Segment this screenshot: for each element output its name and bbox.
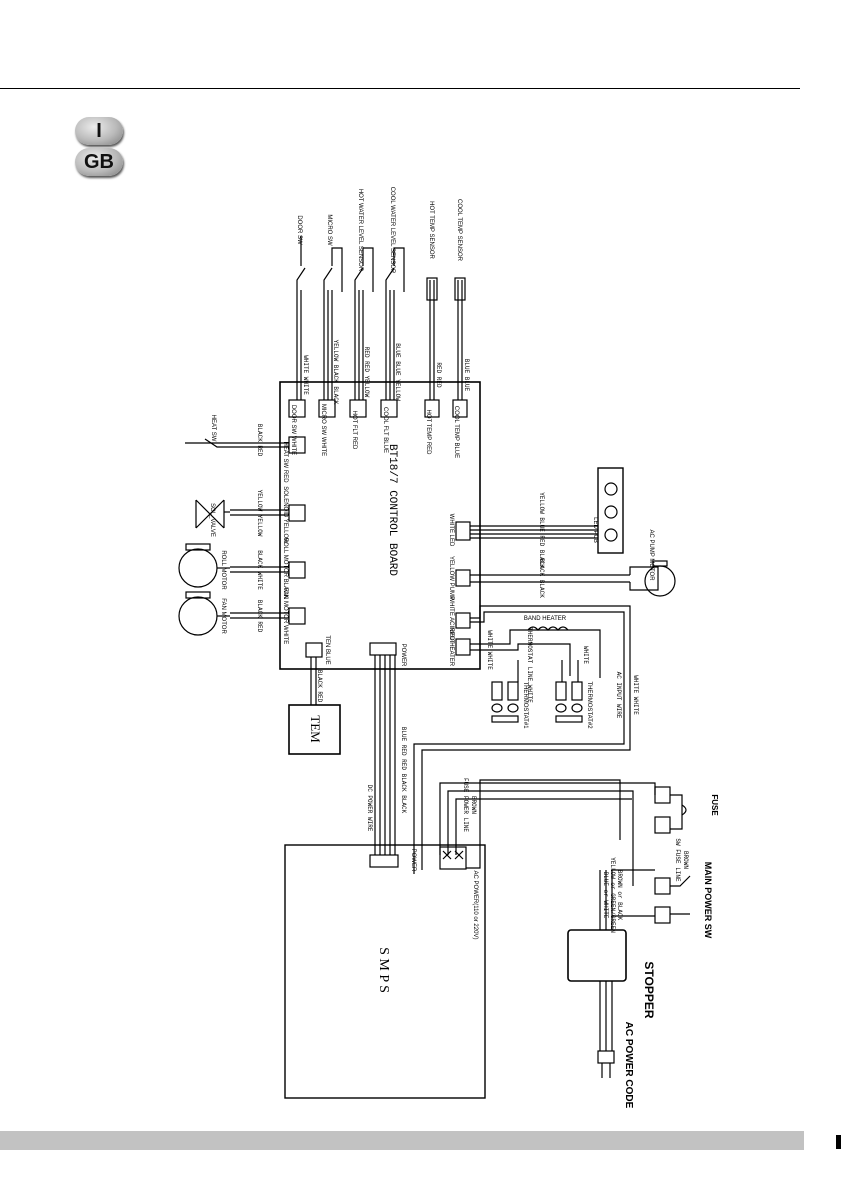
ac-cord-wire-1: BLUE or WHITE	[602, 872, 609, 919]
sol-valve-wires: YELLOW YELLOW	[256, 490, 263, 537]
fuse-power-line-color: BROWN	[470, 796, 477, 814]
heater-connector: RED HEATER	[448, 628, 454, 667]
sensor-label-micro-sw: MICRO SW	[326, 214, 332, 246]
sol-valve-connector: SOLENOID YELLOW	[282, 486, 288, 544]
stopper-box	[567, 929, 627, 982]
pump-connector: YELLOW PUMP	[448, 556, 454, 600]
roll-motor-wires: BLACK WHITE	[256, 550, 263, 590]
heater-wires: WHITE WHITE	[486, 630, 493, 670]
tem-connector-label: TEN BLUE	[324, 635, 330, 664]
sensor-wires-cool-level: BLUE BLUE YELLOW	[394, 343, 401, 401]
led-connector: WHITE LED	[448, 514, 454, 547]
sw-fuse-line-color: BROWN	[682, 851, 689, 869]
footer-bar	[0, 1131, 804, 1150]
sensor-connector-cool-level: COOL FLT BLUE	[382, 407, 388, 453]
sol-valve-label: SOL_VALVE	[209, 503, 215, 537]
tem-box	[288, 704, 341, 755]
page-edge-mark	[836, 1135, 841, 1149]
ac-input-wire-colors: WHITE WHITE	[632, 675, 639, 715]
ac-pump-motor-label: AC PUMP MOTOR	[648, 529, 654, 581]
roll-motor-connector: ROLL MOTOR BLACK	[282, 538, 288, 599]
dc-power-wire-title: DC POWER WIRE	[366, 785, 373, 832]
sensor-label-hot-level: HOT WATER LEVEL SENSOR	[357, 189, 363, 272]
sensor-label-cool-temp: COOL TEMP SENSOR	[456, 199, 462, 262]
smps-power-input: AC POWER(110 or 220V)	[472, 871, 478, 940]
led-pcb-box	[597, 467, 624, 554]
sensor-label-door-sw: DOOR SW	[296, 215, 302, 245]
band-heater-label: BAND HEATER	[524, 616, 567, 622]
fuse-label: FUSE	[710, 794, 719, 816]
sensor-connector-micro-sw: MICRO SW WHITE	[320, 404, 326, 456]
sensor-connector-cool-temp: COOL TEMP BLUE	[453, 406, 459, 458]
sensor-wires-hot-level: RED RED YELLOW	[363, 347, 370, 398]
sw-fuse-line-title: SW FUSE LINE	[674, 838, 681, 882]
board-title: BT18/7 CONTROL BOARD	[386, 444, 398, 576]
fan-motor-label: FAN MOTOR	[220, 598, 226, 634]
ac-cord-wire-3: BROWN or BLACK	[616, 870, 623, 921]
smps-title: S M P S	[376, 947, 391, 993]
heat-sw-connector: HEAT SW RED	[282, 441, 288, 483]
thermostat-1-label: THERMOSTAT#1	[522, 681, 528, 729]
sensor-connector-hot-temp: HOT TEMP RED	[425, 409, 431, 455]
fan-motor-wires: BLACK RED	[256, 600, 263, 633]
pump-wires: BLACK BLACK	[538, 558, 545, 598]
sensor-label-cool-level: COOL WATER LEVEL SENSOR	[389, 187, 395, 274]
smps-power-label: POWER	[410, 849, 416, 872]
led-wires: YELLOW BLUE RED BLACK	[538, 492, 545, 568]
sensor-connector-door-sw: DOOR SW WHITE	[290, 405, 296, 455]
sensor-wires-door-sw: WHITE WHITE	[302, 355, 309, 395]
sensor-wires-cool-temp: BLUE BLUE	[463, 359, 470, 392]
fan-motor-connector: FAN MOTOR WHITE	[282, 588, 288, 645]
thermostat-white-label: WHITE	[582, 646, 589, 664]
heat-sw-label: HEAT SW	[210, 415, 216, 442]
main-power-sw-label: MAIN POWER SW	[703, 862, 713, 939]
sensor-connector-hot-level: HOT FLT RED	[351, 411, 357, 450]
sensor-wires-hot-temp: RED RED	[435, 362, 442, 388]
acinput-connector: WHITE ACINPUT	[448, 596, 454, 643]
thermostat-2-label: THERMOSTAT#2	[586, 681, 592, 729]
dc-power-wire-colors: BLUE RED RED BLACK BLACK	[400, 727, 407, 814]
stopper-label: STOPPER	[642, 961, 656, 1018]
tem-connector-wires: BLACK RED	[316, 670, 323, 703]
language-badge-gb[interactable]: GB	[75, 148, 123, 176]
roll-motor-label: ROLL MOTOR	[220, 550, 226, 590]
tem-label: TEM	[308, 715, 323, 743]
header-rule	[0, 88, 800, 89]
ac-cord-wire-2: YELLOW or GREEN/GREEN	[609, 857, 616, 933]
ac-input-wire-title: AC INPUT WIRE	[615, 672, 622, 719]
language-badge-i[interactable]: I	[75, 117, 123, 145]
thermostat-wires: THERMOSTAT LINE WHITE	[526, 627, 533, 703]
fuse-power-line-title: FUSE POWER LINE	[462, 778, 469, 832]
power-connector-label: POWER	[400, 644, 406, 667]
led-pcb-label: LED PCB	[592, 517, 598, 543]
ac-power-code-label: AC POWER CODE	[623, 1022, 634, 1109]
sensor-wires-micro-sw: YELLOW BLACK BLACK	[332, 340, 339, 405]
heat-sw-wires: BLACK RED	[256, 424, 263, 457]
sensor-label-hot-temp: HOT TEMP SENSOR	[428, 201, 434, 259]
